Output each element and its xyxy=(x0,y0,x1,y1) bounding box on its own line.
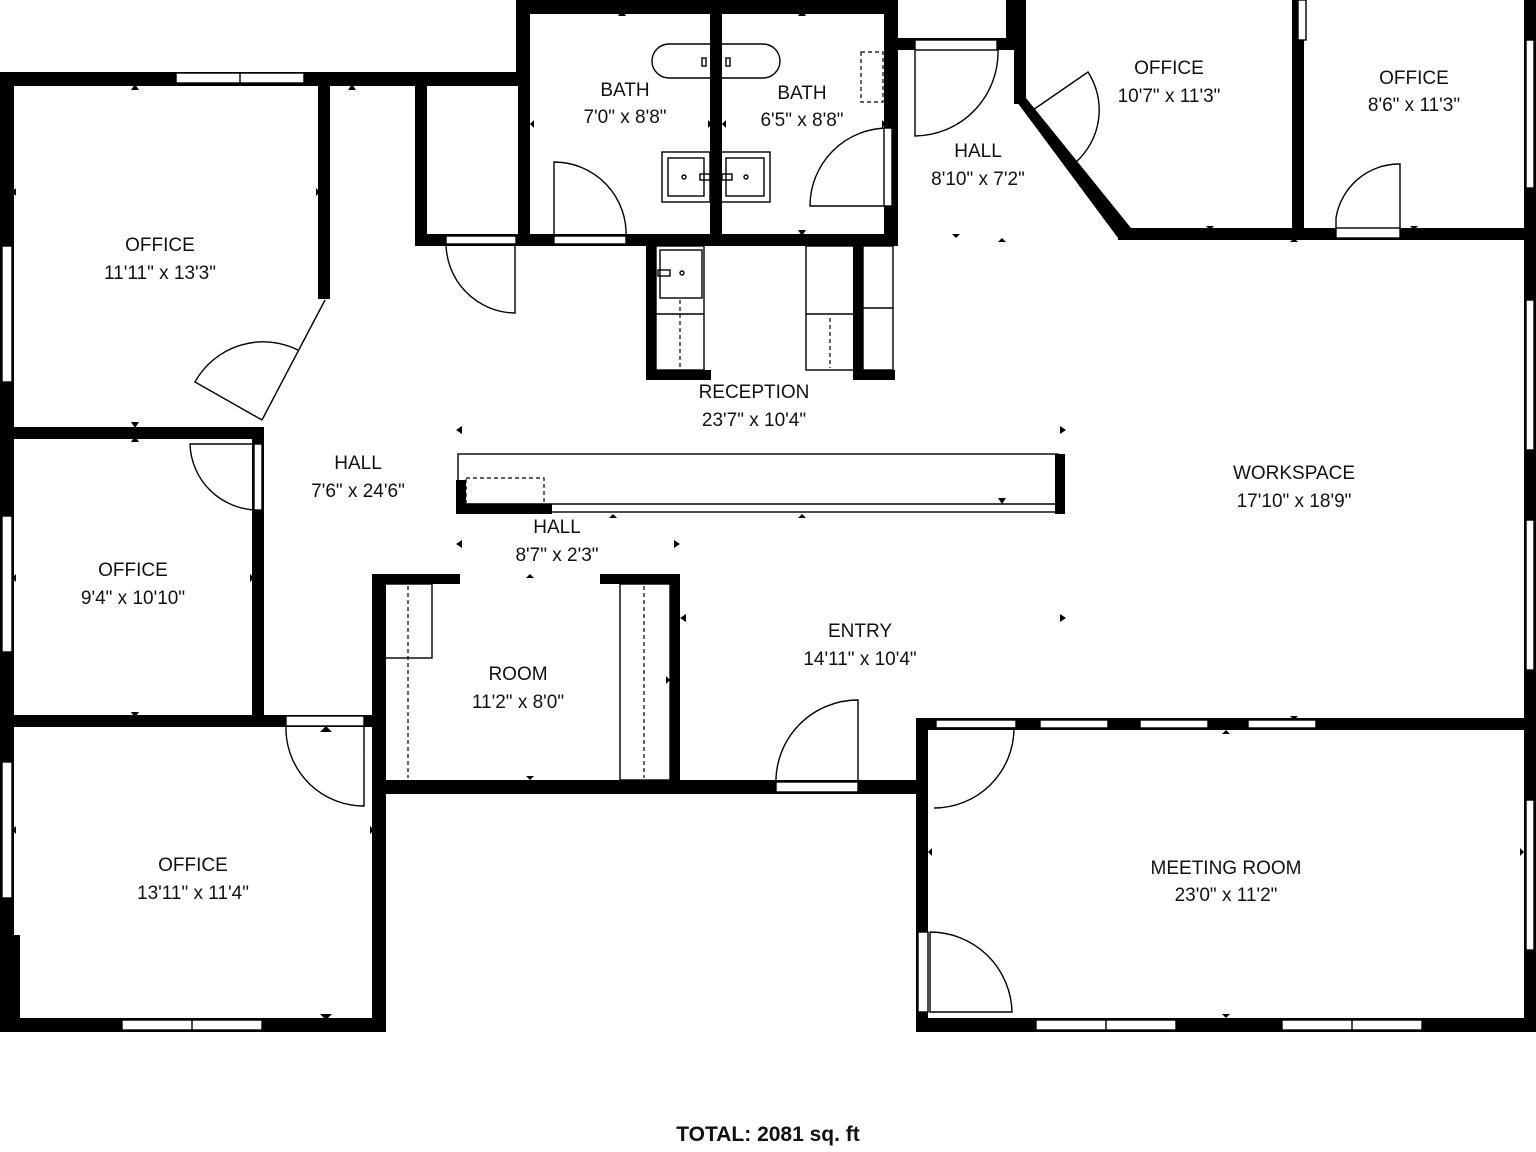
room-label-office-4: OFFICE xyxy=(1134,58,1204,79)
room-label-room: ROOM xyxy=(488,664,547,685)
room-label-bath-2: BATH xyxy=(777,83,826,104)
room-dims-office-2: 9'4" x 10'10" xyxy=(81,588,185,609)
room-labels: OFFICE 11'11" x 13'3" OFFICE 9'4" x 10'1… xyxy=(81,58,1460,1146)
room-label-meeting-room: MEETING ROOM xyxy=(1151,858,1302,879)
dimension-ticks xyxy=(12,10,1524,1020)
doors xyxy=(189,39,1401,1013)
room-label-hall-3: HALL xyxy=(533,517,581,538)
room-dims-bath-1: 7'0" x 8'8" xyxy=(583,107,666,128)
room-dims-office-1: 11'11" x 13'3" xyxy=(104,263,216,284)
room-dims-workspace: 17'10" x 18'9" xyxy=(1237,491,1352,512)
room-dims-entry: 14'11" x 10'4" xyxy=(803,649,916,670)
room-dims-bath-2: 6'5" x 8'8" xyxy=(760,110,843,131)
room-label-office-5: OFFICE xyxy=(1379,68,1449,89)
room-dims-meeting-room: 23'0" x 11'2" xyxy=(1175,885,1278,906)
room-dims-hall-2: 8'10" x 7'2" xyxy=(931,169,1025,190)
total-area: TOTAL: 2081 sq. ft xyxy=(676,1123,860,1146)
room-label-office-3: OFFICE xyxy=(158,855,228,876)
room-label-office-1: OFFICE xyxy=(125,235,195,256)
room-dims-reception: 23'7" x 10'4" xyxy=(702,410,806,431)
room-label-entry: ENTRY xyxy=(828,621,892,642)
room-label-office-2: OFFICE xyxy=(98,560,168,581)
room-dims-office-3: 13'11" x 11'4" xyxy=(137,883,249,904)
room-label-bath-1: BATH xyxy=(600,80,649,101)
room-dims-hall-3: 8'7" x 2'3" xyxy=(515,545,598,566)
room-label-hall-1: HALL xyxy=(334,453,382,474)
room-dims-hall-1: 7'6" x 24'6" xyxy=(311,481,405,502)
room-label-workspace: WORKSPACE xyxy=(1233,463,1355,484)
walls xyxy=(0,0,1536,1032)
room-dims-room: 11'2" x 8'0" xyxy=(472,692,564,713)
room-label-hall-2: HALL xyxy=(954,141,1002,162)
room-dims-office-4: 10'7" x 11'3" xyxy=(1118,86,1221,107)
room-label-reception: RECEPTION xyxy=(699,382,810,403)
room-dims-office-5: 8'6" x 11'3" xyxy=(1368,95,1460,116)
fixtures xyxy=(381,43,1059,781)
windows xyxy=(1,0,1535,1031)
